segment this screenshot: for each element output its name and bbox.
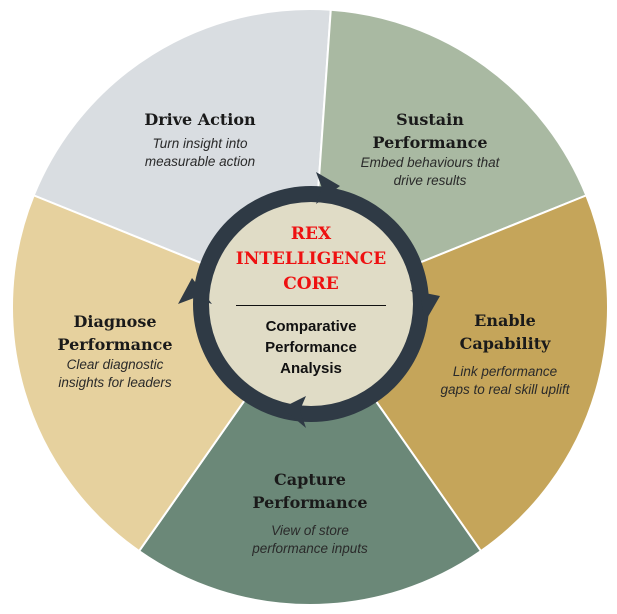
segment-desc: Clear diagnostic insights for leaders xyxy=(58,357,172,390)
arrow-left-icon xyxy=(282,396,306,428)
core-divider xyxy=(236,305,386,306)
segment-title: Drive Action xyxy=(144,110,256,129)
core-subtitle-line: Analysis xyxy=(280,360,342,377)
core-title-line: REX xyxy=(290,224,332,244)
segment-diagnose-performance: Diagnose Performance Clear diagnostic in… xyxy=(40,310,190,392)
core-subtitle-line: Performance xyxy=(265,339,357,356)
arrow-down-icon xyxy=(410,290,440,322)
segment-drive-action: Drive Action Turn insight into measurabl… xyxy=(115,108,285,171)
segment-desc: Turn insight into measurable action xyxy=(144,136,256,169)
core-label: REX INTELLIGENCE CORE Comparative Perfor… xyxy=(216,222,406,379)
segment-desc: Link performance gaps to real skill upli… xyxy=(440,364,570,397)
segment-desc: Embed behaviours that drive results xyxy=(360,155,500,188)
core-subtitle-line: Comparative xyxy=(265,318,357,335)
segment-title: Capture Performance xyxy=(252,470,368,512)
arrow-right-icon xyxy=(316,172,340,204)
core-circle xyxy=(193,186,429,422)
core-title-line: CORE xyxy=(283,274,339,294)
segment-sustain-performance: Sustain Performance Embed behaviours tha… xyxy=(350,108,510,190)
segment-title: Diagnose Performance xyxy=(57,312,173,354)
core-title-line: INTELLIGENCE xyxy=(235,249,387,269)
segment-enable-capability: Enable Capability Link performance gaps … xyxy=(430,309,580,399)
segment-title: Sustain Performance xyxy=(372,110,488,152)
segment-capture-performance: Capture Performance View of store perfor… xyxy=(230,468,390,558)
segment-desc: View of store performance inputs xyxy=(252,523,368,556)
slice-capture-performance xyxy=(137,305,483,606)
arrow-up-icon xyxy=(178,278,212,304)
segment-title: Enable Capability xyxy=(459,311,551,353)
